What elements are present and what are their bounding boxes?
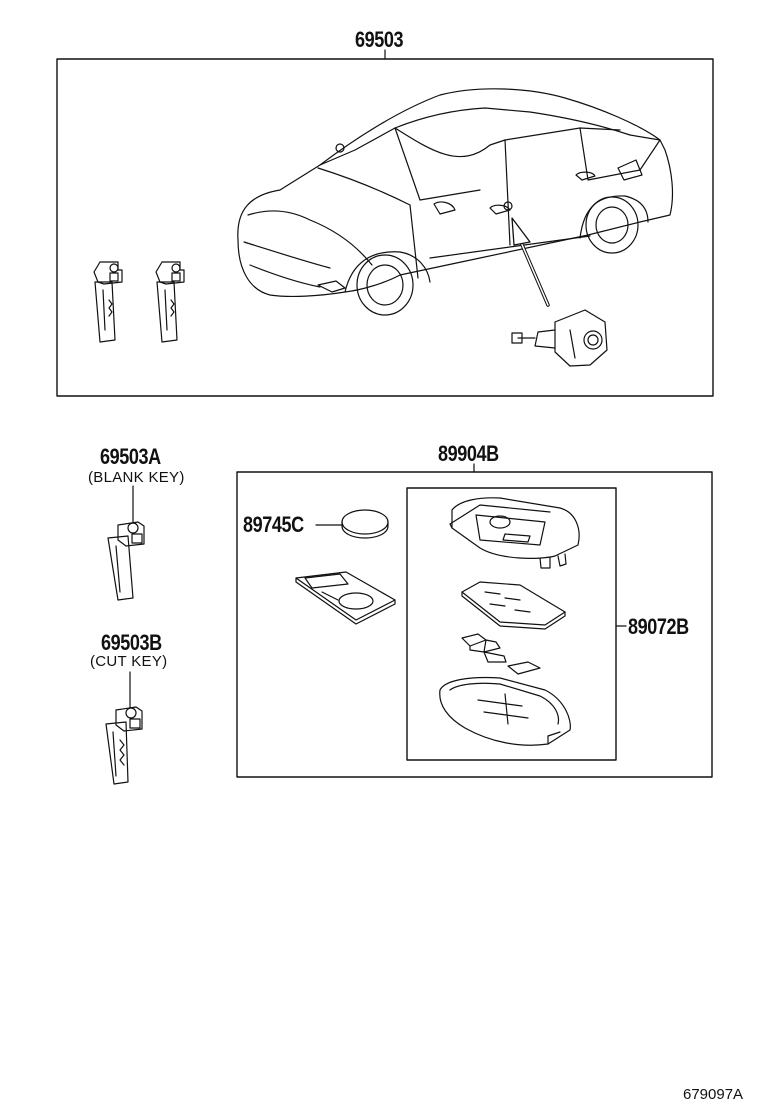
sedan-car-icon bbox=[237, 88, 674, 316]
part-number-cut-key: 69503B bbox=[101, 630, 162, 655]
smart-key-fob-icon bbox=[449, 497, 580, 569]
door-lock-cylinder-icon bbox=[511, 309, 608, 367]
battery-holder bbox=[295, 571, 396, 625]
case-frame bbox=[406, 487, 617, 761]
blank-key-note: (BLANK KEY) bbox=[88, 469, 185, 486]
fob-bottom-case bbox=[439, 676, 571, 746]
key-icon bbox=[107, 521, 145, 601]
part-number-battery: 89745C bbox=[243, 512, 304, 537]
part-number-case: 89072B bbox=[628, 614, 689, 639]
key-icon bbox=[105, 706, 143, 785]
button-parts bbox=[461, 633, 541, 675]
key-icon bbox=[93, 261, 123, 343]
arrow-indicator bbox=[511, 217, 550, 307]
part-number-transmitter: 89904B bbox=[438, 441, 499, 466]
cut-key-note: (CUT KEY) bbox=[90, 653, 168, 670]
diagram-code: 679097A bbox=[683, 1086, 744, 1103]
part-number-kit: 69503 bbox=[355, 27, 404, 52]
circuit-board bbox=[461, 581, 566, 630]
kit-frame bbox=[56, 58, 714, 397]
key-icon bbox=[155, 261, 185, 343]
part-number-blank-key: 69503A bbox=[100, 444, 161, 469]
coin-battery-icon bbox=[341, 509, 389, 539]
